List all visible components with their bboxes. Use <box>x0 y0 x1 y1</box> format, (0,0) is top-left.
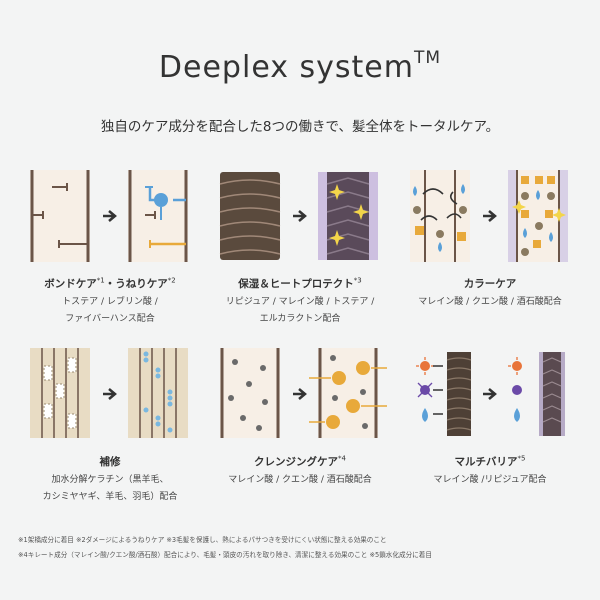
feature-cleansing-care: クレンジングケア*4 マレイン酸 / クエン酸 / 酒石酸配合 <box>205 348 395 485</box>
feature-name: ボンドケア*1・うねりケア*2 <box>44 276 176 291</box>
burst-icon <box>417 382 433 398</box>
feature-color-care: カラーケア マレイン酸 / クエン酸 / 酒石酸配合 <box>395 170 585 307</box>
footnote-line: ※1架橋成分に着目 ※2ダメージによるうねりケア ※3毛髪を保護し、熱によるパサ… <box>18 536 387 544</box>
feature-description: リピジュア / マレイン酸 / トステア /エルカラクトン配合 <box>225 297 375 324</box>
feature-name: クレンジングケア*4 <box>254 454 346 469</box>
burst-icon <box>512 385 522 395</box>
trademark-mark: TM <box>414 48 442 68</box>
bond-care-illustration <box>30 170 188 262</box>
arrow-right-icon <box>483 388 497 400</box>
feature-description: トステア / レブリン酸 /ファイバーハンス配合 <box>62 297 158 324</box>
color-care-illustration <box>410 170 568 262</box>
feature-description: マレイン酸 /リピジュア配合 <box>433 475 547 485</box>
moisture-heat-illustration <box>219 172 378 260</box>
page-title: Deeplex systemTM <box>158 48 442 85</box>
sparkle-icon <box>329 184 369 246</box>
feature-repair: 補修 加水分解ケラチン（黒羊毛、カシミヤヤギ、羊毛、羽毛）配合 <box>15 348 205 502</box>
water-drop-icon <box>422 408 428 422</box>
feature-name: カラーケア <box>463 278 517 290</box>
arrow-right-icon <box>103 388 117 400</box>
feature-bond-care: ボンドケア*1・うねりケア*2 トステア / レブリン酸 /ファイバーハンス配合 <box>15 170 205 324</box>
feature-multi-barrier: マルチバリア*5 マレイン酸 /リピジュア配合 <box>395 348 585 485</box>
water-drop-icon <box>514 408 520 422</box>
feature-name: 補修 <box>99 456 121 468</box>
sun-icon <box>508 357 522 375</box>
repair-illustration <box>30 348 188 438</box>
feature-description: マレイン酸 / クエン酸 / 酒石酸配合 <box>228 475 372 485</box>
arrow-right-icon <box>483 210 497 222</box>
arrow-right-icon <box>293 210 307 222</box>
feature-description: マレイン酸 / クエン酸 / 酒石酸配合 <box>418 297 562 307</box>
feature-name: 保湿＆ヒートプロテクト*3 <box>238 276 362 291</box>
footnote-line: ※4キレート成分（マレイン酸/クエン酸/酒石酸）配合により、毛髪・頭皮の汚れを取… <box>18 551 432 559</box>
sparkle-icon <box>512 200 566 222</box>
feature-moisture-heat-protect: 保湿＆ヒートプロテクト*3 リピジュア / マレイン酸 / トステア /エルカラ… <box>205 170 395 324</box>
cleansing-care-illustration <box>220 348 387 438</box>
multi-barrier-illustration <box>416 352 565 436</box>
feature-name: マルチバリア*5 <box>454 454 526 469</box>
arrow-right-icon <box>103 210 117 222</box>
arrow-right-icon <box>293 388 307 400</box>
page-subtitle: 独自のケア成分を配合した8つの働きで、髪全体をトータルケア。 <box>100 119 500 135</box>
sun-icon <box>416 357 434 375</box>
feature-description: 加水分解ケラチン（黒羊毛、カシミヤヤギ、羊毛、羽毛）配合 <box>42 475 178 502</box>
